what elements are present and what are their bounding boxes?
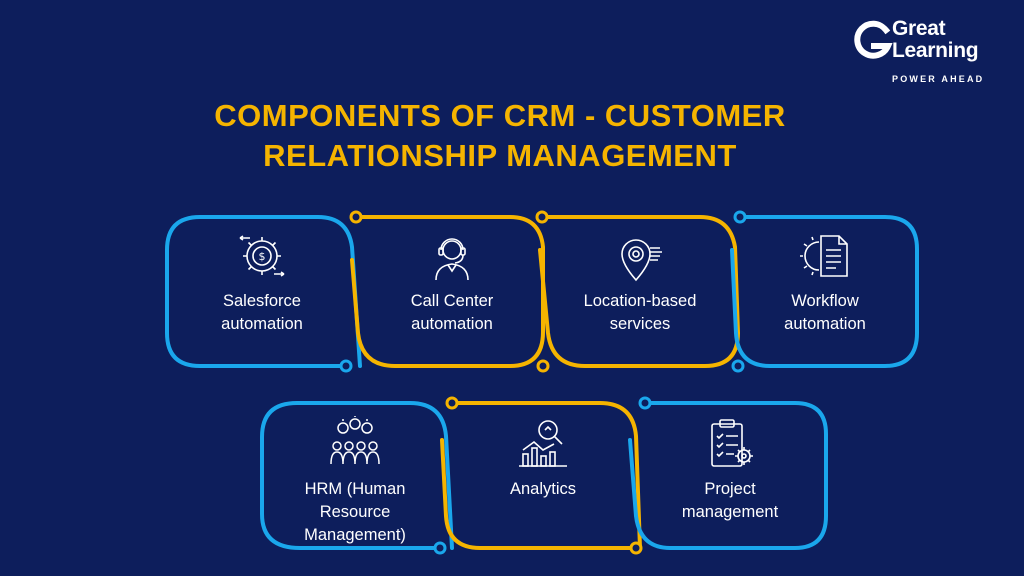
logo-line-1: Great — [892, 17, 946, 40]
page-title: COMPONENTS OF CRM - CUSTOMER RELATIONSHI… — [100, 96, 900, 176]
frame-project — [628, 401, 828, 550]
title-line-2: RELATIONSHIP MANAGEMENT — [263, 138, 737, 173]
component-label: Call Center automation — [410, 292, 494, 333]
connector-dot — [638, 396, 652, 410]
logo-wordmark: Great Learning — [892, 17, 979, 62]
connector-dot — [339, 359, 353, 373]
frame-hrm — [260, 401, 454, 550]
team-gears-icon — [330, 416, 380, 465]
component-analytics: Analytics — [463, 416, 623, 501]
connector-dot — [535, 210, 549, 224]
logo-tagline: POWER AHEAD — [892, 74, 985, 84]
headset-agent-icon — [435, 238, 469, 281]
chart-magnifier-icon — [519, 420, 567, 467]
dollar-gear-icon: $ — [239, 235, 285, 277]
connector-dot — [731, 359, 745, 373]
component-project-management: Project management — [650, 416, 810, 524]
component-label: HRM (Human Resource Management) — [304, 480, 406, 544]
title-line-1: COMPONENTS OF CRM - CUSTOMER — [214, 98, 786, 133]
great-learning-logo: Great Learning POWER AHEAD — [852, 16, 1012, 86]
component-label: Analytics — [509, 480, 577, 498]
connector-dot — [445, 396, 459, 410]
great-learning-g-icon — [854, 20, 893, 59]
clipboard-gear-icon — [711, 419, 753, 467]
svg-text:$: $ — [259, 250, 266, 263]
gear-document-icon — [800, 235, 848, 277]
component-label: Workflow automation — [784, 292, 866, 333]
component-workflow-automation: Workflow automation — [745, 228, 905, 336]
component-call-center-automation: Call Center automation — [372, 228, 532, 336]
component-salesforce-automation: $ Salesforce automation — [182, 228, 342, 336]
frame-location — [538, 215, 741, 368]
location-pin-icon — [621, 239, 662, 282]
frame-call-center — [350, 215, 545, 368]
connector-dot — [536, 359, 550, 373]
frame-workflow — [730, 215, 919, 368]
connector-dot — [349, 210, 363, 224]
connector-dot — [629, 541, 643, 555]
frame-salesforce — [165, 215, 362, 368]
connector-dot — [733, 210, 747, 224]
component-hrm: HRM (Human Resource Management) — [275, 416, 435, 547]
connector-dot — [433, 541, 447, 555]
component-label: Project management — [681, 480, 779, 521]
component-label: Salesforce automation — [221, 292, 303, 333]
component-label: Location-based services — [583, 292, 697, 333]
component-location-based-services: Location-based services — [550, 228, 730, 336]
logo-line-2: Learning — [892, 39, 979, 62]
